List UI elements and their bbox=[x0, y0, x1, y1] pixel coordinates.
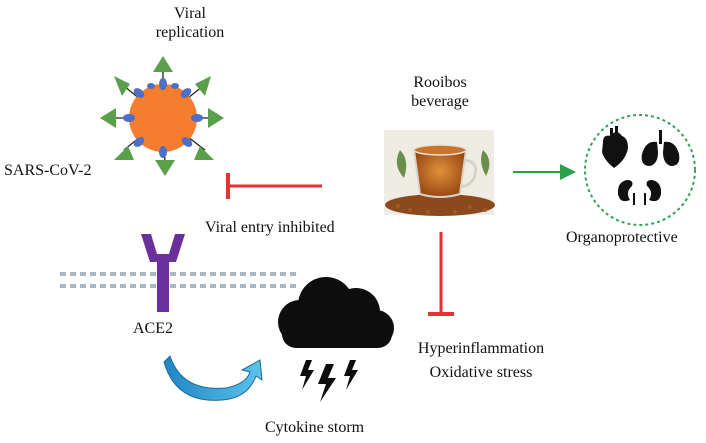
rooibos-line1: Rooibos bbox=[413, 74, 467, 91]
viral-replication-line1: Viral bbox=[174, 5, 206, 22]
sars-cov-2-label: SARS-CoV-2 bbox=[4, 162, 92, 179]
storm-cloud-icon bbox=[278, 277, 394, 402]
cell-membrane bbox=[60, 272, 300, 288]
organoprotective-label: Organoprotective bbox=[566, 229, 678, 246]
hyperinflammation-text: Hyperinflammation bbox=[417, 340, 545, 357]
heart-icon bbox=[602, 126, 628, 168]
viral-replication-label: Viral replication bbox=[140, 4, 240, 42]
cycle-arrow-icon bbox=[163, 355, 263, 401]
rooibos-label: Rooibos beverage bbox=[390, 73, 490, 111]
virus-icon bbox=[100, 56, 224, 176]
organ-circle bbox=[584, 114, 696, 226]
rooibos-line2: beverage bbox=[411, 93, 469, 110]
ace2-label: ACE2 bbox=[133, 320, 173, 337]
hyperinflammation-inhibit-arrow bbox=[428, 232, 454, 316]
cytokine-storm-label: Cytokine storm bbox=[265, 419, 365, 436]
lungs-icon bbox=[641, 130, 680, 166]
viral-entry-label: Viral entry inhibited bbox=[205, 219, 335, 236]
viral-entry-inhibit-arrow bbox=[226, 173, 322, 199]
tea-cup-icon bbox=[384, 130, 495, 216]
kidneys-icon bbox=[617, 180, 662, 205]
viral-replication-line2: replication bbox=[155, 24, 225, 41]
oxidative-stress-text: Oxidative stress bbox=[429, 364, 533, 381]
ace2-receptor-icon bbox=[141, 234, 185, 312]
hyper-oxidative-label: Hyperinflammation Oxidative stress bbox=[396, 339, 566, 382]
